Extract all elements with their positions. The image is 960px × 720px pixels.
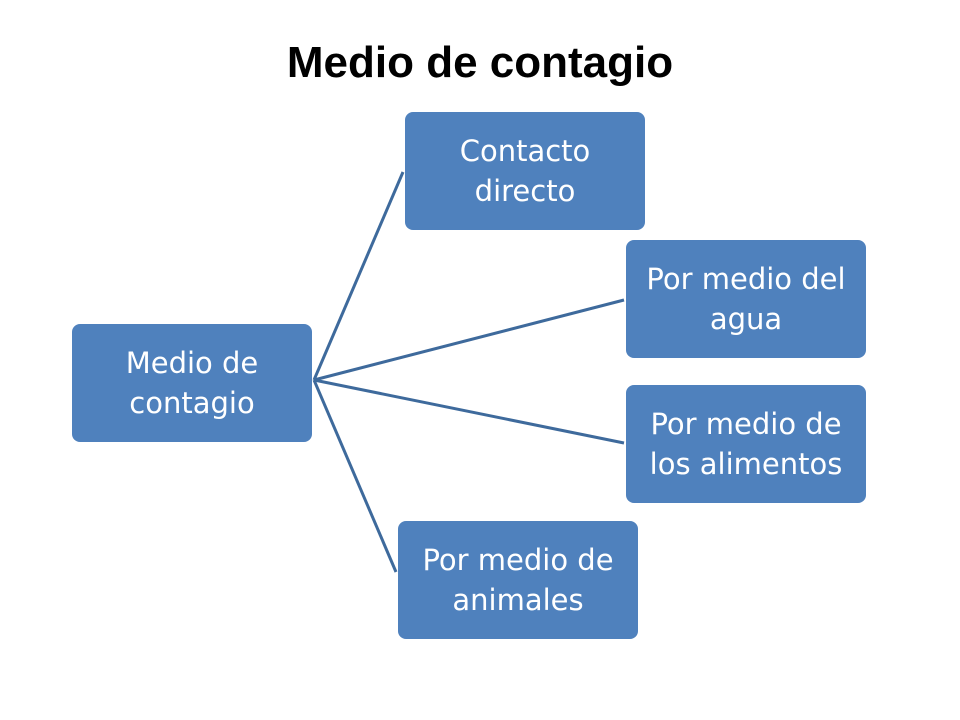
root-node-label: Medio de contagio: [125, 346, 259, 420]
root-node-medio-de-contagio: Medio de contagio: [72, 324, 312, 442]
connector-to-por-medio-de-animales: [312, 379, 398, 573]
connector-to-por-medio-de-los-alimentos: [313, 378, 625, 445]
child-node-por-medio-de-los-alimentos: Por medio de los alimentos: [626, 385, 866, 503]
child-node-por-medio-del-agua: Por medio del agua: [626, 240, 866, 358]
slide-title: Medio de contagio: [286, 38, 674, 87]
child-node-label: Contacto directo: [459, 134, 591, 208]
child-node-label: Por medio de animales: [422, 543, 614, 617]
connector-to-contacto-directo: [312, 171, 405, 381]
child-node-por-medio-de-animales: Por medio de animales: [398, 521, 638, 639]
child-node-label: Por medio del agua: [646, 262, 846, 336]
connector-to-por-medio-del-agua: [313, 298, 625, 382]
child-node-contacto-directo: Contacto directo: [405, 112, 645, 230]
child-node-label: Por medio de los alimentos: [649, 407, 843, 481]
